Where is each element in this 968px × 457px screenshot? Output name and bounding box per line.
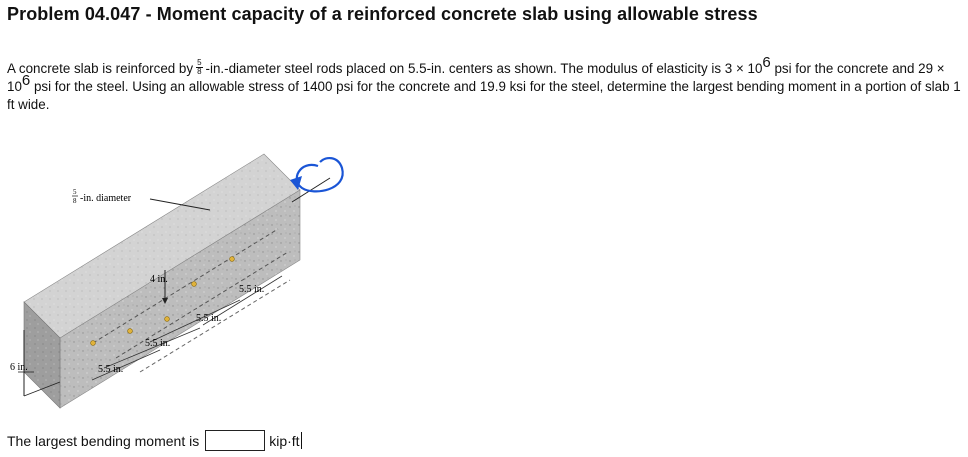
exponent-steel: 6 bbox=[21, 72, 31, 89]
diameter-frac-num: 5 bbox=[73, 188, 77, 196]
problem-title: Problem 04.047 - Moment capacity of a re… bbox=[7, 4, 758, 24]
diameter-leader bbox=[149, 198, 211, 211]
rebar-line-2 bbox=[115, 251, 289, 359]
text-cursor bbox=[300, 432, 302, 449]
spacing-dim-line-3 bbox=[103, 327, 201, 369]
spacing-label-1: 5.5 in. bbox=[239, 284, 264, 295]
spacing-label-3: 5.5 in. bbox=[145, 338, 170, 349]
moment-arrowhead bbox=[290, 176, 302, 190]
rebar-line-1 bbox=[92, 228, 279, 344]
answer-row: The largest bending moment is kip·ft bbox=[7, 430, 302, 451]
slab-diagram: 4 in. 5.5 in. 5.5 in. 5.5 in. 5.5 in. 6 … bbox=[10, 153, 344, 409]
spacing-dim-line-1 bbox=[202, 275, 283, 326]
depth-arrowhead bbox=[162, 298, 168, 304]
statement-part-4: psi for the steel. Using an allowable st… bbox=[7, 79, 961, 112]
thickness-ext-bottom bbox=[23, 381, 61, 397]
rebar-line-3 bbox=[139, 279, 291, 373]
rebar-dot bbox=[127, 328, 133, 334]
spacing-dim-line-4 bbox=[91, 349, 161, 381]
answer-input[interactable] bbox=[205, 430, 266, 451]
rebar-dot bbox=[164, 316, 170, 322]
diameter-label: -in. diameter bbox=[80, 193, 132, 204]
statement-part-1: A concrete slab is reinforced by bbox=[7, 61, 194, 76]
statement-part-2: -in.-diameter steel rods placed on 5.5-i… bbox=[205, 61, 763, 76]
answer-unit: kip·ft bbox=[269, 432, 300, 449]
fraction-denominator: 8 bbox=[197, 66, 202, 76]
exponent-concrete: 6 bbox=[762, 54, 771, 71]
diameter-frac-den: 8 bbox=[73, 197, 77, 205]
moment-arrow bbox=[295, 156, 344, 193]
statement-part-3: psi for the concrete and 29 × 10 bbox=[7, 61, 945, 94]
fraction-numerator: 5 bbox=[196, 57, 203, 68]
depth-label: 4 in. bbox=[150, 274, 168, 285]
rebar-dot bbox=[229, 256, 235, 262]
rebar-dot bbox=[90, 340, 96, 346]
rebar-dot bbox=[191, 281, 197, 287]
answer-prompt: The largest bending moment is bbox=[7, 432, 200, 449]
spacing-label-2: 5.5 in. bbox=[196, 313, 221, 324]
thickness-label: 6 in. bbox=[10, 362, 28, 373]
slab-figure: 4 in. 5.5 in. 5.5 in. 5.5 in. 5.5 in. 6 … bbox=[0, 150, 390, 410]
spacing-dim-line-2 bbox=[149, 299, 241, 343]
spacing-label-4: 5.5 in. bbox=[98, 364, 123, 375]
